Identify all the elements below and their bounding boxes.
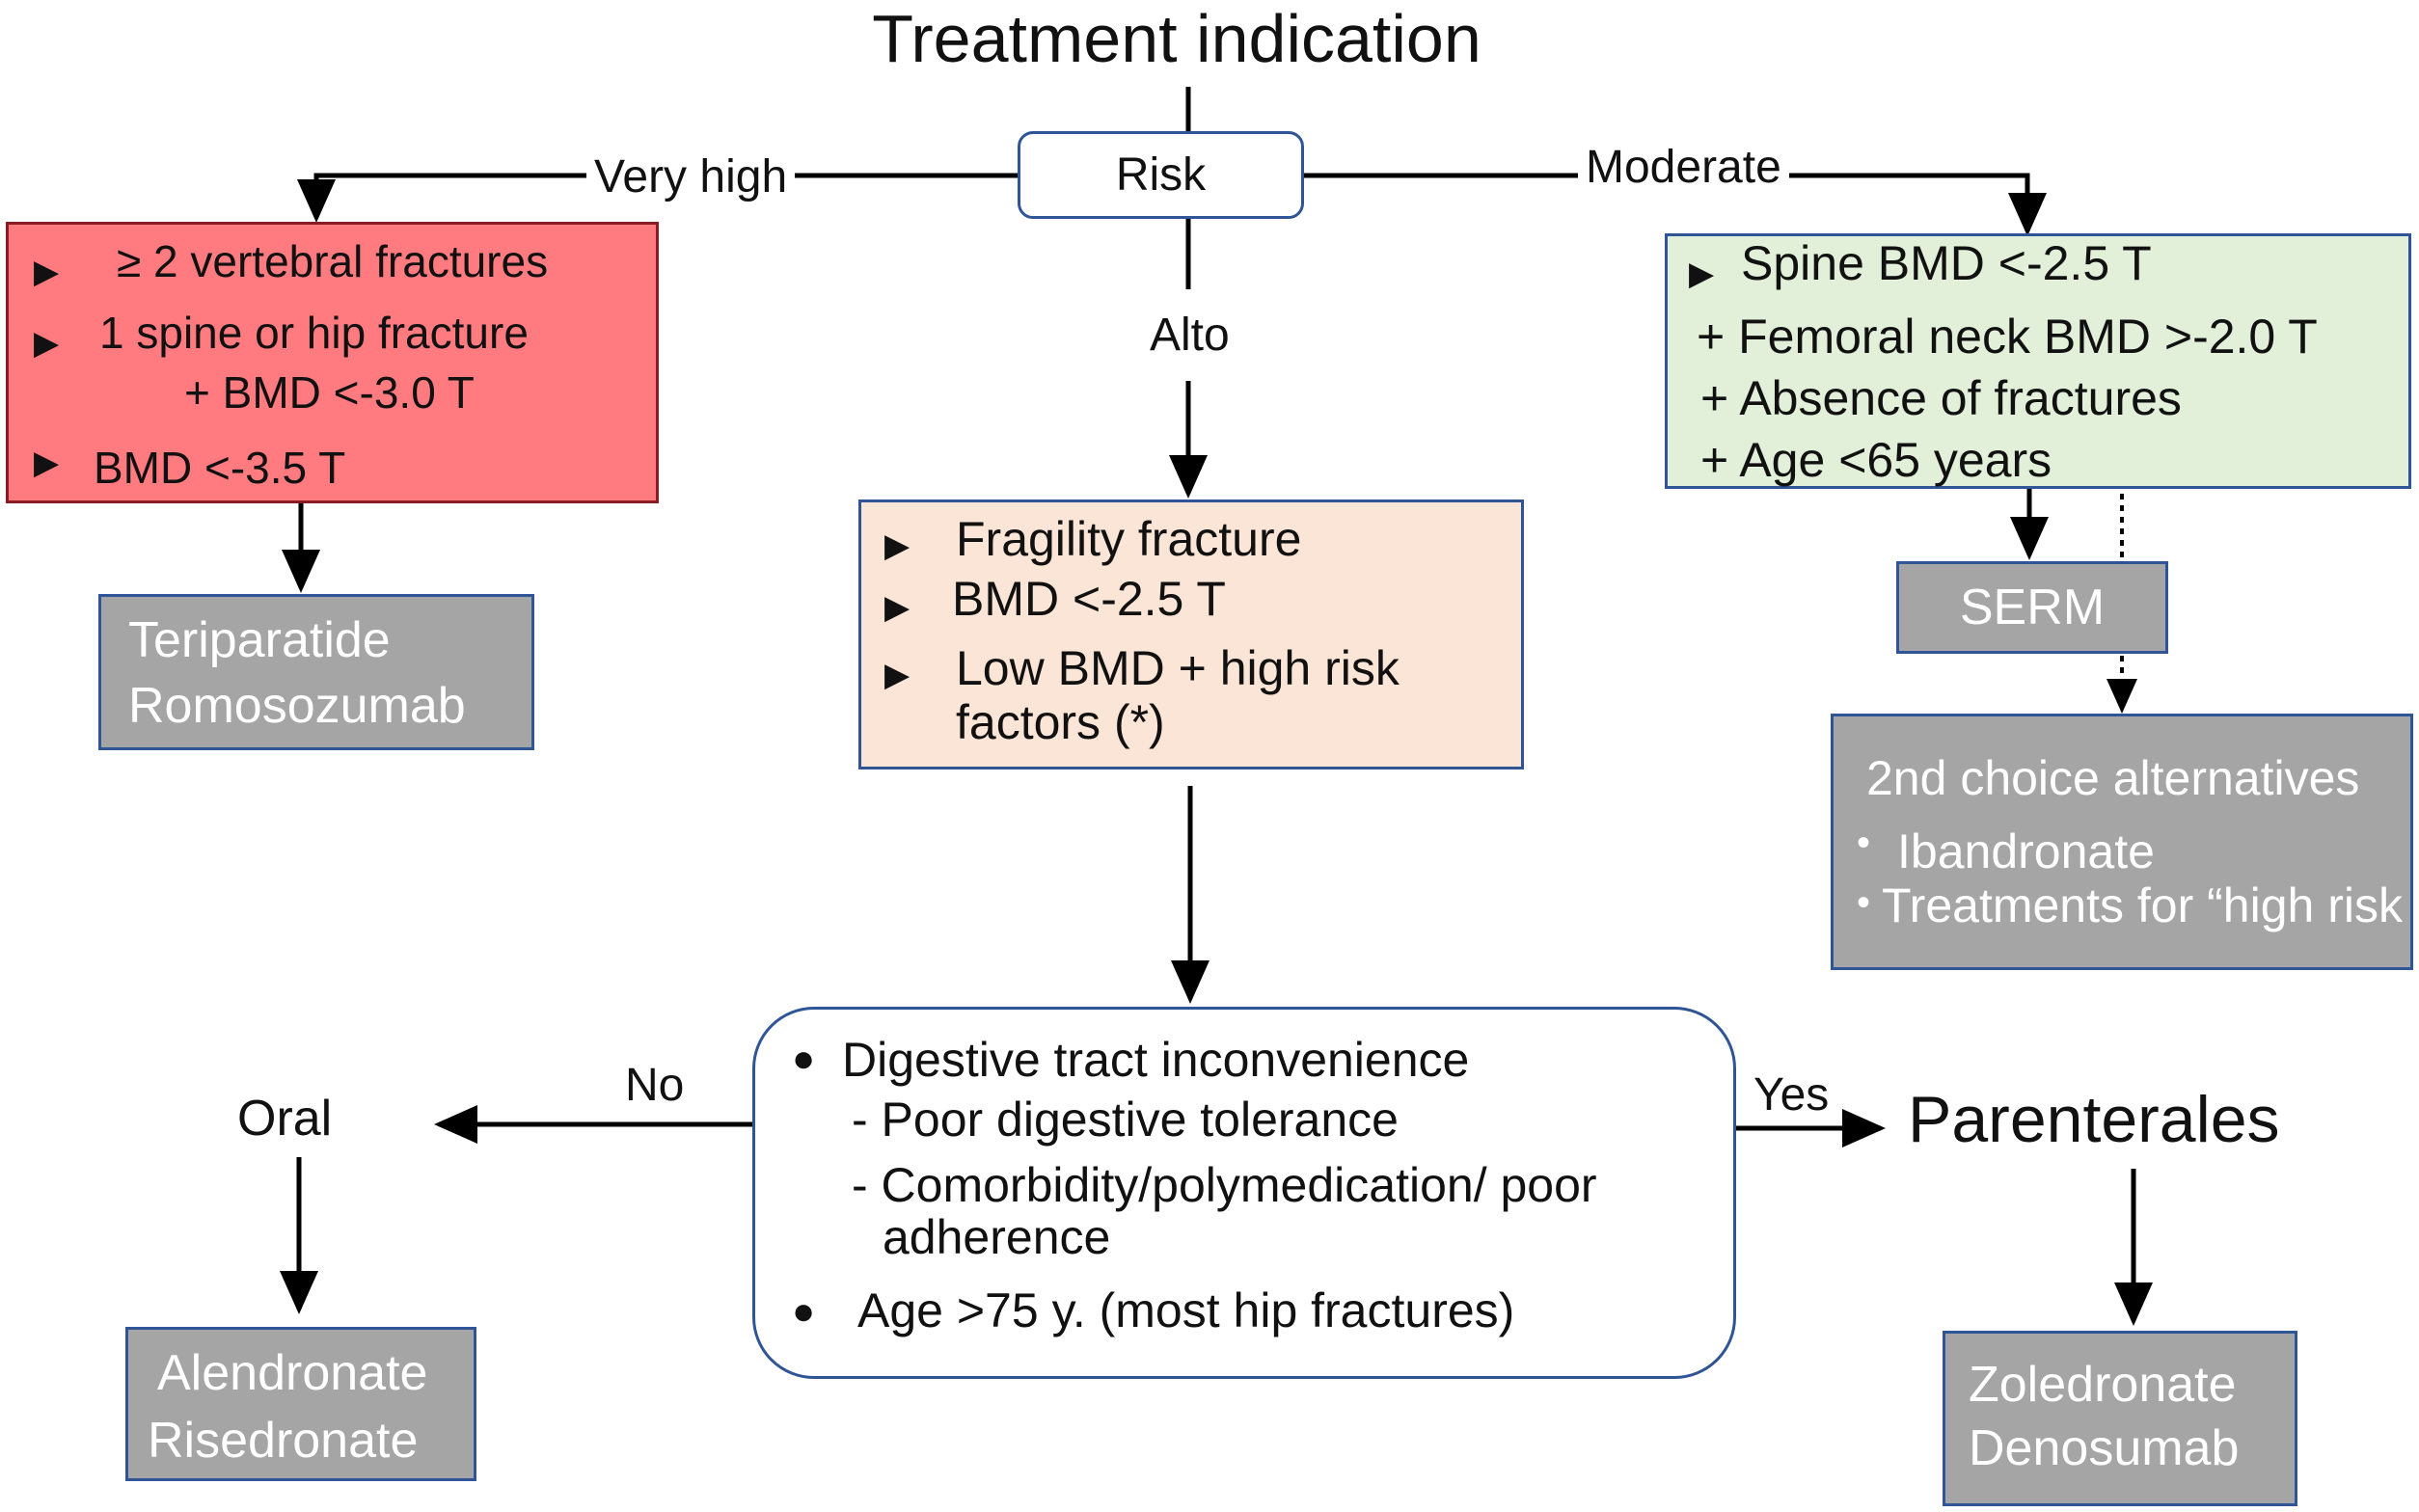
alto-label: Alto (1142, 310, 1237, 362)
triangle-bullet-icon: ▶ (884, 589, 911, 626)
very-high-criterion-1: ≥ 2 vertebral fractures (117, 236, 549, 286)
very-high-treatment-box: Teriparatide Romosozumab (98, 594, 534, 750)
serm-label: SERM (1959, 580, 2106, 635)
serm-box: SERM (1896, 561, 2168, 654)
high-criterion-2: BMD <-2.5 T (952, 572, 1226, 626)
high-criteria-box: ▶ Fragility fracture ▶ BMD <-2.5 T ▶ Low… (858, 500, 1524, 770)
decision-box: ● Digestive tract inconvenience - Poor d… (752, 1007, 1736, 1379)
treatment-zoledronate: Zoledronate (1969, 1357, 2237, 1413)
oral-label: Oral (237, 1091, 333, 1147)
alternatives-box: 2nd choice alternatives • Ibandronate • … (1831, 714, 2413, 970)
treatment-romosozumab: Romosozumab (128, 678, 466, 734)
triangle-bullet-icon: ▶ (884, 657, 911, 693)
alternatives-heading: 2nd choice alternatives (1866, 751, 2360, 805)
decision-criterion-1a: - Poor digestive tolerance (852, 1093, 1399, 1147)
treatment-denosumab: Denosumab (1969, 1420, 2240, 1476)
very-high-criteria-box: ▶ ≥ 2 vertebral fractures ▶ 1 spine or h… (6, 222, 659, 503)
risk-node: Risk (1018, 131, 1304, 219)
treatment-risedronate: Risedronate (148, 1413, 419, 1469)
bullet-dot-icon: ● (792, 1038, 816, 1080)
no-label: No (625, 1060, 685, 1111)
treatment-teriparatide: Teriparatide (128, 612, 391, 668)
triangle-bullet-icon: ▶ (34, 254, 60, 290)
triangle-bullet-icon: ▶ (884, 527, 911, 564)
moderate-criterion-1: Spine BMD <-2.5 T (1741, 236, 2152, 290)
diagram-title: Treatment indication (872, 1, 1481, 76)
bullet-dot-icon: • (1857, 881, 1871, 924)
bullet-dot-icon: • (1857, 822, 1871, 864)
moderate-criterion-4: + Age <65 years (1700, 433, 2052, 487)
triangle-bullet-icon: ▶ (34, 325, 60, 362)
alternative-high-risk-treatments: Treatments for “high risk (1882, 878, 2403, 932)
high-criterion-3b: factors (*) (956, 695, 1165, 749)
triangle-bullet-icon: ▶ (1689, 256, 1715, 292)
high-criterion-1: Fragility fracture (956, 512, 1302, 566)
very-high-label: Very high (586, 151, 796, 203)
parenteral-treatment-box: Zoledronate Denosumab (1943, 1331, 2297, 1506)
moderate-arrow (1304, 173, 2047, 236)
bullet-dot-icon: ● (792, 1290, 816, 1333)
moderate-criterion-3: + Absence of fractures (1700, 371, 2182, 425)
very-high-criterion-3: BMD <-3.5 T (94, 443, 346, 493)
alternative-ibandronate: Ibandronate (1897, 824, 2155, 878)
high-criterion-3: Low BMD + high risk (956, 641, 1400, 695)
moderate-label: Moderate (1578, 142, 1789, 194)
decision-criterion-1b-cont: adherence (883, 1210, 1111, 1264)
very-high-criterion-2: 1 spine or hip fracture (99, 308, 529, 358)
treatment-alendronate: Alendronate (157, 1345, 428, 1401)
decision-criterion-1: Digestive tract inconvenience (842, 1033, 1470, 1087)
parenteral-label: Parenterales (1908, 1083, 2280, 1156)
oral-treatment-box: Alendronate Risedronate (125, 1327, 476, 1481)
triangle-bullet-icon: ▶ (34, 445, 60, 481)
moderate-criterion-2: + Femoral neck BMD >-2.0 T (1697, 310, 2318, 364)
yes-label: Yes (1753, 1069, 1830, 1120)
decision-criterion-1b: - Comorbidity/polymedication/ poor (852, 1158, 1597, 1212)
decision-criterion-2: Age >75 y. (most hip fractures) (857, 1283, 1515, 1337)
very-high-criterion-2b: + BMD <-3.0 T (184, 367, 475, 418)
moderate-criteria-box: ▶ Spine BMD <-2.5 T + Femoral neck BMD >… (1665, 233, 2411, 489)
